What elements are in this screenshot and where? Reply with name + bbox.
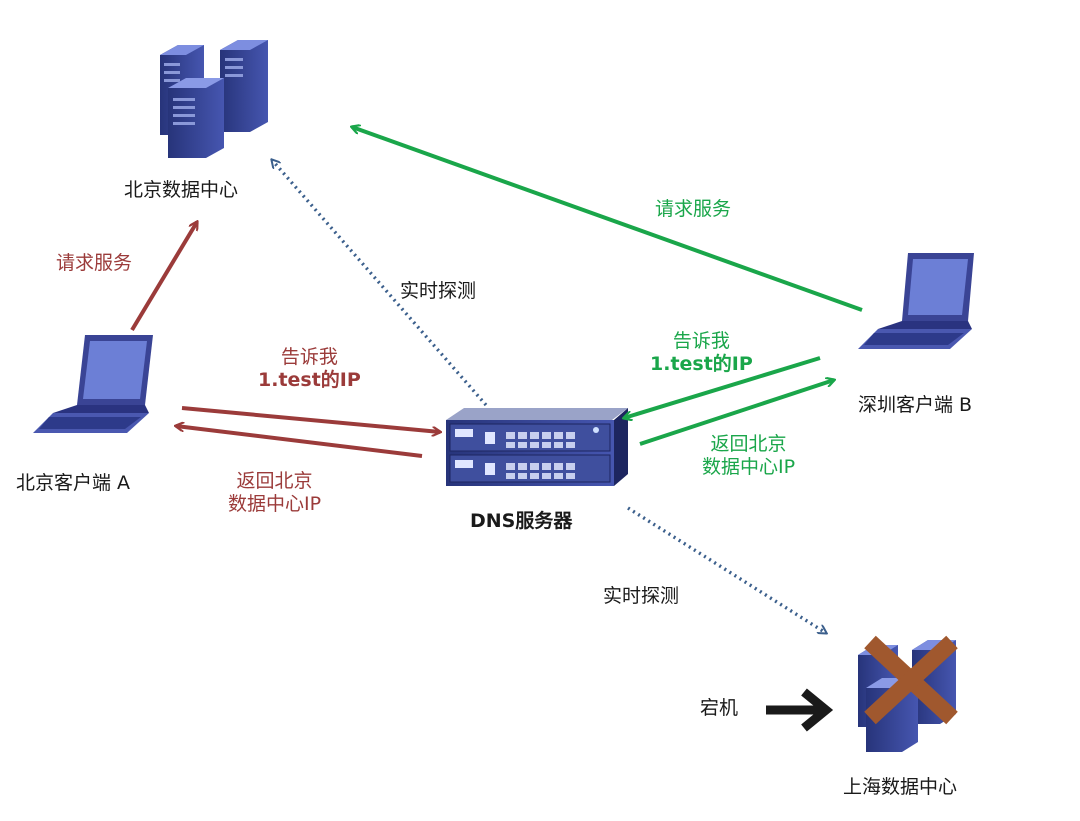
b-ask-label: 告诉我 1.test的IP xyxy=(650,330,753,376)
a-ask-label: 告诉我 1.test的IP xyxy=(258,346,361,392)
failure-cross-icon xyxy=(864,635,958,725)
a-request-label: 请求服务 xyxy=(56,252,133,274)
a-reply-arrow xyxy=(176,426,423,458)
b-reply-line1: 返回北京 xyxy=(710,433,787,455)
a-ask-line2: 1.test的IP xyxy=(258,369,361,392)
b-reply-label: 返回北京 数据中心IP xyxy=(702,433,795,479)
a-ask-line1: 告诉我 xyxy=(280,346,338,368)
probe-shanghai-label: 实时探测 xyxy=(603,585,680,607)
beijing-data-center-server-cluster-icon xyxy=(160,40,268,158)
shanghai-data-center-label: 上海数据中心 xyxy=(843,776,958,798)
a-reply-line2: 数据中心IP xyxy=(228,493,322,516)
dns-server-label: DNS服务器 xyxy=(470,510,573,532)
down-label: 宕机 xyxy=(700,697,739,719)
probe-shanghai-arrow xyxy=(627,506,826,633)
b-request-arrow xyxy=(352,127,863,312)
right-arrow-icon xyxy=(766,688,834,732)
b-ask-line2: 1.test的IP xyxy=(650,353,753,376)
b-ask-arrow xyxy=(624,356,821,418)
a-reply-line1: 返回北京 xyxy=(236,470,313,492)
b-reply-arrow xyxy=(639,380,834,446)
b-request-label: 请求服务 xyxy=(655,198,732,220)
beijing-client-label: 北京客户端 A xyxy=(16,472,131,494)
b-ask-line1: 告诉我 xyxy=(672,330,730,352)
probe-beijing-label: 实时探测 xyxy=(400,280,477,302)
a-request-arrow xyxy=(130,222,199,332)
probe-beijing-arrow xyxy=(272,160,488,407)
beijing-data-center-label: 北京数据中心 xyxy=(124,179,239,201)
beijing-client-laptop-icon xyxy=(33,335,153,433)
a-reply-label: 返回北京 数据中心IP xyxy=(228,470,321,516)
a-ask-arrow xyxy=(181,406,440,432)
b-reply-line2: 数据中心IP xyxy=(702,456,796,479)
dns-rack-server-icon xyxy=(446,408,628,486)
shenzhen-client-laptop-icon xyxy=(858,253,974,349)
shenzhen-client-label: 深圳客户端 B xyxy=(858,394,973,416)
